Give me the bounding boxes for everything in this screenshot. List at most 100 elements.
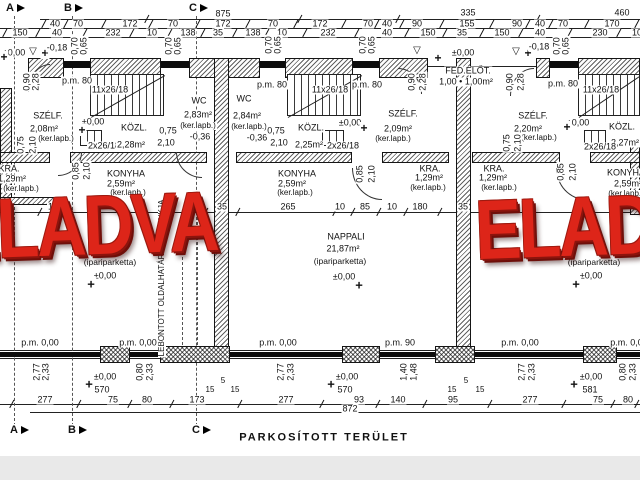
room-label: KONYHA [105,168,147,179]
level-text: ±0,00 [331,271,357,282]
dim-text: 70 [166,18,180,29]
dim-text: 75 [591,394,605,405]
survey-cross: + [0,50,9,64]
pm-level-text: p.m. 0,00 [500,337,540,348]
dash-line [72,16,73,426]
floor-label: (ker.lapb.) [230,122,268,131]
level-text: ±0,00 [578,371,604,382]
stair-flight [578,74,640,118]
window-bar [260,61,285,68]
level-text: ±0,00 [565,117,591,128]
window-bar [353,61,379,68]
dim-text: 2,28 [30,72,41,92]
dim-text: 0,90 [406,72,417,92]
dim-text: 138 [244,27,262,38]
wall-hatch [382,152,449,163]
dim-text: 150 [11,27,29,38]
dim-text: 172 [214,18,232,29]
dim-tick [200,28,206,38]
floor-label: (ker.lapb.) [2,184,40,193]
room-label: KÖZL. [296,122,326,133]
wall-hatch [100,346,130,363]
room-area: 2,08m² [28,123,60,134]
level-text: ±0,00 [578,270,604,281]
survey-cross: + [354,277,364,293]
dim-text: 180 [411,201,429,212]
drawing-line [0,37,640,38]
floor-label: (ker.lapb.) [179,121,217,130]
dim-text: 2,10 [512,133,523,153]
window-bar [130,352,160,357]
drawing-line [0,212,640,213]
dim-text: 0,75 [266,125,286,136]
pm-level-text: p.m. 80 [350,79,384,90]
dim-text: 0,65 [272,35,283,55]
dim-text: 0,65 [172,36,183,56]
stair-walkline [90,75,166,118]
sold-stamp: ELADVA [0,173,219,278]
dim-tick [404,28,410,38]
dim-text: 10 [46,201,60,212]
pm-level-text: p.m. 80 [255,79,289,90]
wall-hatch [236,152,352,163]
pm-level-text: p.m. 80 [60,75,94,86]
wall-hatch [0,197,66,205]
wall-hatch [472,152,560,163]
room-area: 2,59m² [105,178,137,189]
survey-cross: + [523,46,533,60]
floor-label: (ker.lapb.) [374,134,412,143]
drawing-line [40,19,640,20]
floor-label: (ker.lapb.) [109,188,147,197]
dim-text: 170 [603,18,621,29]
dim-text: 80 [140,394,154,405]
dim-text: 15 [474,385,486,394]
window-bar [161,61,189,68]
dim-text: 5 [462,376,470,385]
dim-text: 138 [179,27,197,38]
dim-text: 10 [630,28,640,38]
room-area: 2,59m² [276,178,308,189]
room-area: 1,29m² [477,172,509,183]
floor-label: (ker.lapb.) [480,183,518,192]
survey-cross: + [433,51,443,65]
window-bar [475,352,583,357]
wall-hatch [536,58,550,78]
dim-text: 35 [215,201,229,212]
room-area: 1,29m² [0,174,28,184]
dim-tick [439,19,445,29]
dim-tick [518,28,524,38]
wall-hatch [590,152,640,163]
dim-total: 460 [613,7,631,18]
room-area: 1,00 • 1,00m² [438,76,494,87]
survey-cross: + [326,376,336,392]
dim-text: 0,75 [501,133,512,153]
wall-hatch [578,58,640,78]
dash-line [182,212,183,350]
site-label: PARKOSÍTOTT TERÜLET [238,431,410,444]
wall-hatch [160,346,230,363]
level-mark: ▽ [511,46,521,57]
dim-text: 0,75 [158,125,178,136]
dim-text: 35 [211,27,225,38]
dim-text: 172 [311,18,329,29]
dim-text: 10 [275,27,289,38]
dim-text: 75 [106,394,120,405]
room-area: 2,27m² [609,137,640,148]
survey-cross: + [77,123,87,137]
stair-flight [90,74,166,118]
room-label: KRA. [418,163,442,174]
drawing-line [0,350,640,351]
window-bar [230,352,342,357]
dim-text: 70 [71,18,85,29]
section-marker-arrow-icon [75,4,83,12]
level-text: ±0,00 [337,117,363,128]
dim-text: 2,10 [269,137,289,148]
dim-text: 10 [145,27,159,38]
dim-text: 10 [385,201,399,212]
room-label: SZÉLF. [517,110,549,121]
dim-text: 1,48 [408,362,419,382]
floor-label: (ipariparketta) [312,255,368,266]
room-label: NAPPALI [326,231,366,242]
dim-text: 40 [380,18,394,29]
